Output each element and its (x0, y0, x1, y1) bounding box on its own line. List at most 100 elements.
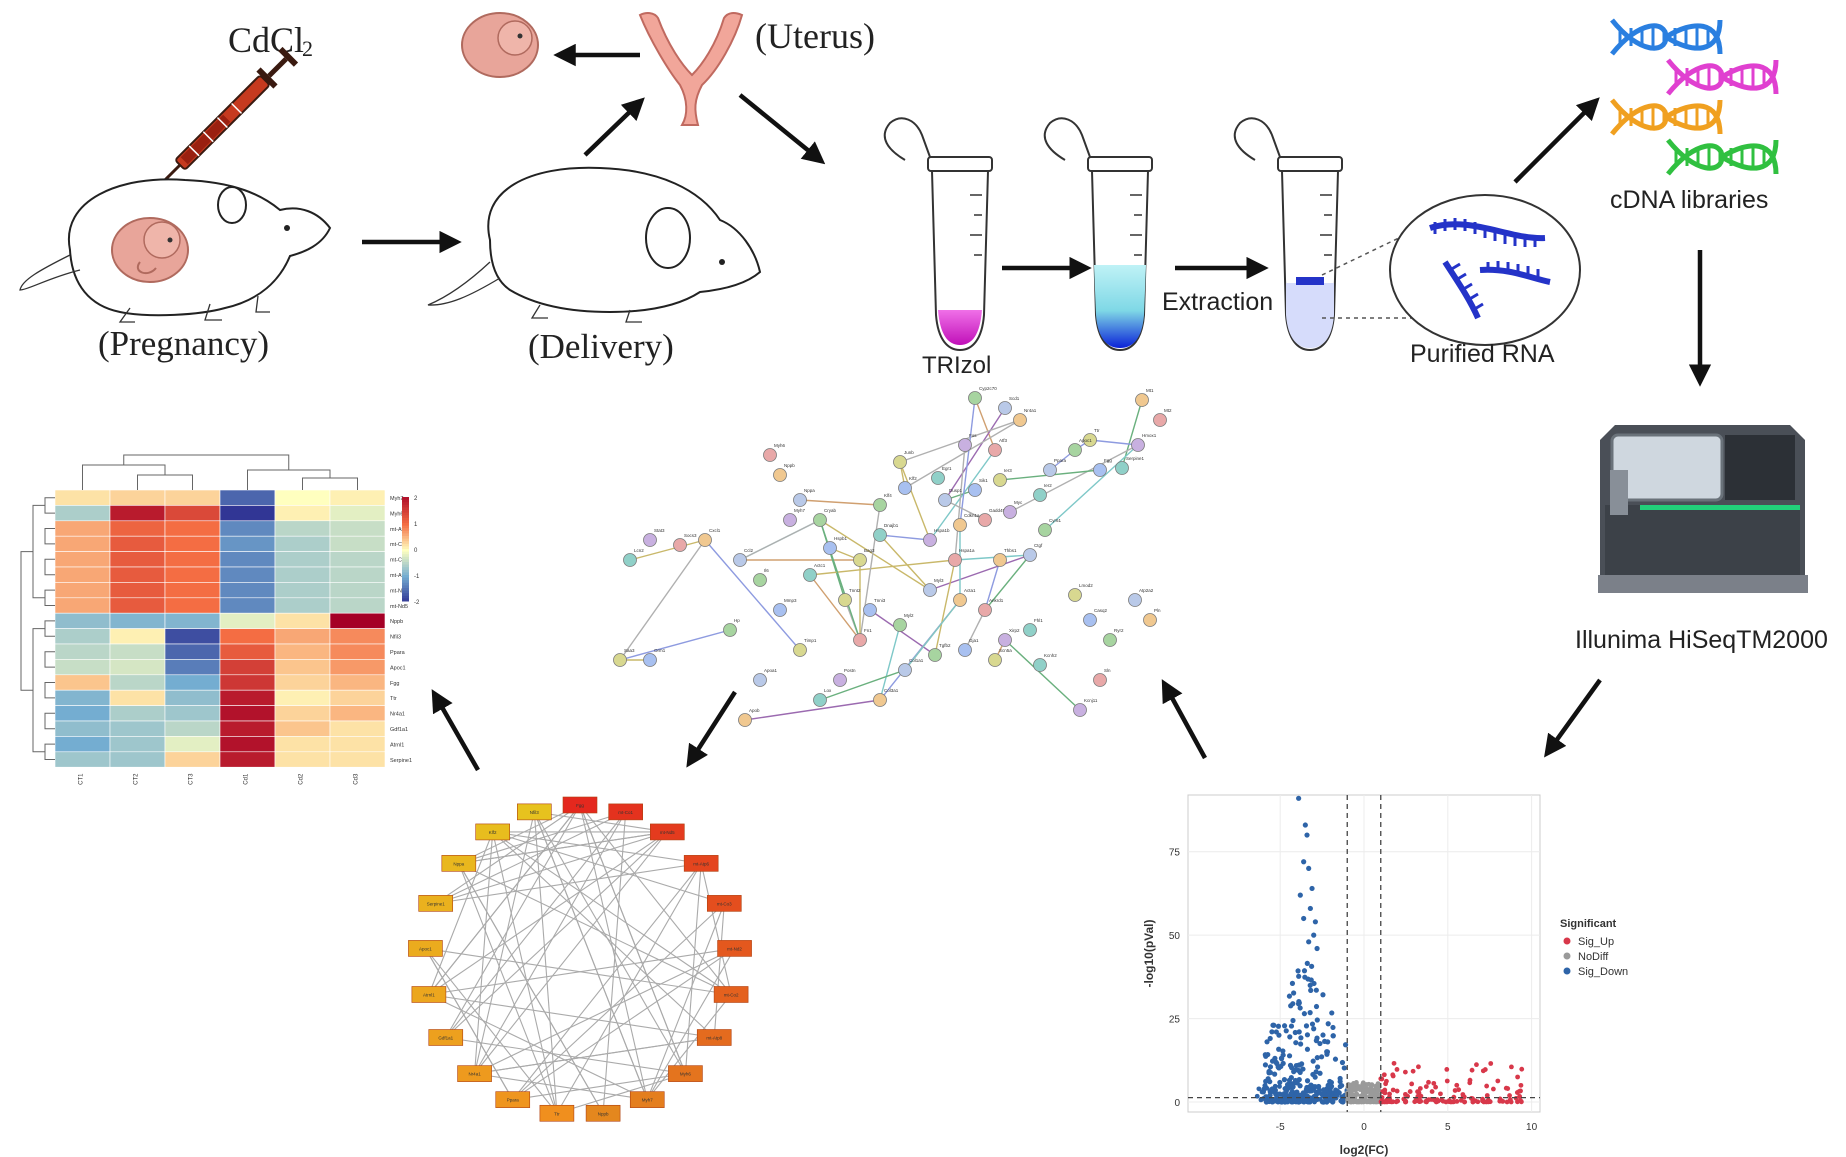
color-scale-segment (402, 523, 409, 527)
ppi-node-label: Atf3 (999, 438, 1008, 443)
ppi-edge (1089, 439, 1139, 446)
heatmap-cell (219, 659, 276, 676)
color-scale-segment (402, 512, 409, 516)
legend-marker (1563, 937, 1571, 945)
heatmap-row-label: mt-Atp8 (390, 527, 409, 533)
heatmap-cell (54, 551, 111, 568)
dendrogram-branch (32, 504, 45, 599)
ppi-edge (819, 519, 931, 591)
point-sig-down (1334, 1092, 1340, 1098)
color-scale-segment (402, 515, 409, 519)
point-sig-down (1286, 993, 1293, 999)
heatmap-cell (109, 720, 166, 737)
x-tick-label: 0 (1361, 1122, 1367, 1133)
heatmap-cell (219, 674, 276, 691)
ppi-node: Thbs1 (993, 548, 1017, 567)
point-sig-down (1325, 1021, 1331, 1027)
color-scale-segment (402, 517, 409, 521)
heatmap-cell (164, 720, 221, 737)
point-sig-down (1293, 1040, 1299, 1046)
heatmap-cell (164, 628, 221, 645)
ppi-node-label: Xirp2 (1009, 628, 1020, 633)
ppi-node: Stat3 (643, 528, 665, 547)
ppi-node: Cyp2c70 (968, 386, 997, 405)
point-sig-up (1393, 1099, 1399, 1105)
ppi-node-label: Fos (969, 433, 977, 438)
ppi-node: Atp2a2 (1128, 588, 1154, 607)
point-nodiff (1370, 1090, 1376, 1096)
point-sig-up (1386, 1096, 1392, 1101)
point-sig-down (1333, 1087, 1338, 1093)
heatmap-row-label: Myh7 (390, 496, 403, 502)
dendrogram-branch (44, 712, 55, 730)
point-sig-down (1295, 968, 1301, 974)
ppi-node-label: Apob (749, 708, 760, 713)
hub-edge (474, 831, 494, 1074)
point-sig-down (1298, 1035, 1304, 1041)
point-sig-down (1330, 1098, 1336, 1104)
ppi-node-label: Ier3 (1004, 468, 1012, 473)
color-scale-segment (402, 497, 409, 501)
point-sig-up (1381, 1072, 1387, 1078)
hub-edge (458, 831, 668, 864)
ppi-node: Sik1 (968, 478, 988, 497)
dendrogram-branch (44, 620, 55, 637)
point-nodiff (1375, 1081, 1381, 1087)
heatmap-cell (219, 566, 276, 583)
point-sig-down (1326, 1098, 1331, 1104)
heatmap-cell (329, 566, 386, 583)
color-scale-segment (402, 590, 409, 594)
heatmap-cell (329, 705, 386, 722)
heatmap-cell (329, 582, 386, 599)
point-sig-down (1313, 1038, 1319, 1044)
ppi-node: Myh7 (783, 508, 806, 527)
heatmap-cell (164, 689, 221, 706)
heatmap-row-label: Apoc1 (390, 665, 406, 671)
heatmap-row-label: Nr4a1 (390, 712, 405, 718)
point-sig-down (1304, 1046, 1311, 1052)
point-sig-down (1278, 1063, 1284, 1069)
point-nodiff (1366, 1098, 1372, 1104)
color-scale-segment (402, 538, 409, 542)
x-tick-label: 5 (1445, 1122, 1451, 1133)
ppi-node-label: Il6 (764, 568, 769, 573)
hub-edge (425, 948, 558, 1114)
heatmap-cell (109, 705, 166, 722)
ppi-edge (984, 559, 1001, 611)
ppi-node: Tnni3 (863, 598, 886, 617)
heatmap-cell (109, 628, 166, 645)
heatmap-cell (274, 597, 331, 614)
point-sig-up (1407, 1089, 1413, 1094)
point-nodiff (1357, 1085, 1362, 1091)
heatmap-cell (274, 505, 331, 522)
hub-node-label: Fgg (576, 803, 584, 808)
hub-node: Nppa (441, 855, 477, 872)
point-sig-down (1262, 1062, 1269, 1068)
heatmap-cell (54, 628, 111, 645)
heatmap-cell (164, 705, 221, 722)
heatmap-cell (329, 505, 386, 522)
extraction-label: Extraction (1162, 288, 1273, 316)
color-scale-segment (402, 582, 409, 586)
ppi-node-label: Orm1 (654, 648, 666, 653)
ppi-node-label: Lox (824, 688, 832, 693)
point-sig-down (1314, 1055, 1320, 1061)
hub-edge (435, 831, 668, 904)
heatmap-cell (329, 751, 386, 768)
ppi-node-label: Mmp3 (784, 598, 797, 603)
color-scale-segment (402, 559, 409, 563)
ppi-node: Mt1 (1135, 388, 1154, 407)
point-sig-down (1287, 1062, 1294, 1068)
hub-node: Nr4a1 (457, 1065, 492, 1082)
ppi-node-label: Socs3 (684, 533, 697, 538)
hub-edge (428, 993, 648, 1101)
hub-node: Ttr (539, 1104, 575, 1122)
point-nodiff (1376, 1087, 1381, 1093)
heatmap-cell (54, 520, 111, 537)
point-sig-up (1424, 1099, 1429, 1105)
heatmap-cell (329, 720, 386, 737)
heatmap-cell (274, 705, 331, 722)
ppi-node-label: Cyr61 (1049, 518, 1062, 523)
point-sig-down (1330, 1024, 1336, 1031)
point-sig-down (1263, 1078, 1269, 1084)
